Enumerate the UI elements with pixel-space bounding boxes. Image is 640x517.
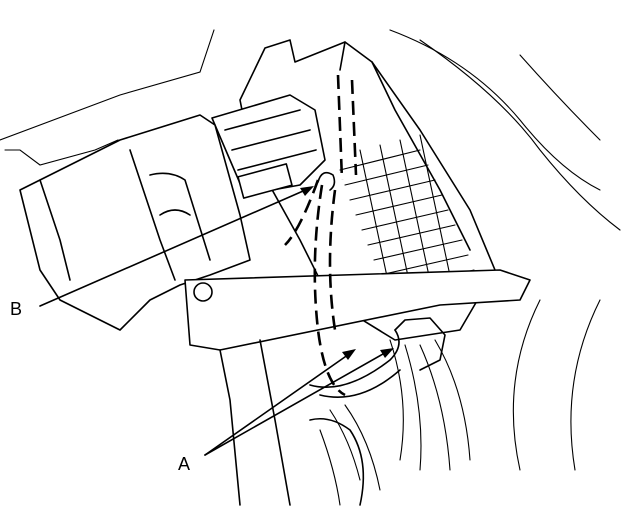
connector-block bbox=[211, 94, 326, 199]
arrowhead-a-1 bbox=[342, 349, 356, 360]
callout-leaders bbox=[39, 186, 394, 456]
harness-clip bbox=[317, 171, 336, 191]
dashed-routing bbox=[284, 74, 358, 397]
leader-b bbox=[39, 187, 311, 307]
mounting-bracket bbox=[19, 114, 251, 331]
cross-plate bbox=[184, 269, 531, 506]
arrowhead-b bbox=[300, 186, 314, 196]
dash-panel-outline bbox=[0, 29, 621, 471]
callout-label-b: B bbox=[10, 299, 23, 319]
callout-label-a: A bbox=[178, 454, 191, 474]
bolt-head bbox=[193, 282, 213, 302]
arrowhead-a-2 bbox=[380, 348, 394, 358]
leader-a-1 bbox=[204, 351, 353, 456]
wiring-harness bbox=[309, 317, 471, 506]
leader-a-2 bbox=[204, 349, 391, 456]
